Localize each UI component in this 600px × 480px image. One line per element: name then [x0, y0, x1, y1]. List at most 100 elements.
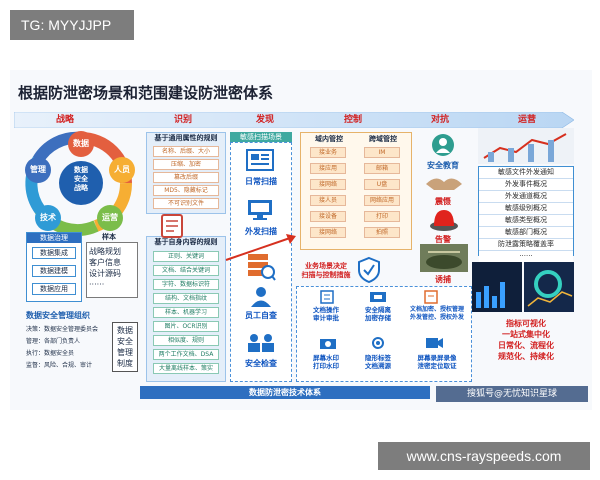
rule1-title: 基于通用属性的规则 [154, 134, 218, 142]
feature-line: 打印水印 [313, 362, 339, 370]
confront-trap: 诱捕 [435, 275, 451, 284]
operate-row: 防泄露策略覆盖率 [479, 239, 573, 251]
rule1-box: 基于通用属性的规则 名称、后缀、大小 压缩、加密 篡改后缀 MD5、隐藏标记 不… [146, 132, 226, 214]
data-governance-box: 数据治理 数据集成 数据建模 数据应用 [26, 232, 82, 302]
governance-title: 数据治理 [27, 233, 81, 243]
wheel-operation: 运营 [102, 213, 118, 222]
confront-alarm: 告警 [435, 235, 451, 244]
team-icon [248, 334, 274, 352]
discover-header: 敏感扫描场景 [230, 132, 292, 142]
feature-line: 外发管控、授权外发 [409, 314, 464, 321]
domain-item: 接人员 [310, 195, 346, 206]
operate-row: 敏感部门概况 [479, 227, 573, 239]
footer-bar: 数据防泄密技术体系 [140, 386, 430, 399]
isolation-icon [370, 292, 386, 302]
feature-line: 审计审批 [313, 314, 339, 322]
cross-item: IM [364, 147, 400, 158]
feature-tag: 隐形标签 文档溯源 [352, 354, 404, 370]
domain-item: 接网络 [310, 179, 346, 190]
video-icon [426, 338, 443, 348]
domain-item: 接设备 [310, 211, 346, 222]
feature-line: 文档加密、授权管理 [409, 306, 464, 313]
system-line: 制度 [117, 359, 133, 368]
doc-audit-icon [320, 290, 334, 304]
stage-operate: 运营 [517, 115, 536, 125]
rule2-chip: 结构、文档指纹 [153, 293, 219, 304]
document-icon [161, 214, 183, 238]
wheel-people: 人员 [114, 165, 130, 174]
rule2-chip: 字符、数据标识符 [153, 279, 219, 290]
discover-outgoing: 外发扫描 [245, 227, 277, 236]
wheel-center: 数据 安全 战略 [66, 166, 96, 193]
cross-item: 打印 [364, 211, 400, 222]
operate-row: 敏感级别概况 [479, 203, 573, 215]
monitor-icon [248, 200, 272, 220]
stage-discover: 发现 [255, 115, 274, 125]
feature-isolation: 安全隔离 加密存储 [352, 306, 404, 322]
rule2-chip: 文档、结合关键词 [153, 265, 219, 276]
stage-strategy: 战略 [55, 115, 74, 125]
org-row: 监督：风险、合规、审计 [26, 362, 93, 369]
rule2-chip: 正则、关键词 [153, 251, 219, 262]
strategy-wheel [25, 131, 135, 236]
operate-row: 敏感类型概况 [479, 215, 573, 227]
org-list: 决策：数据安全管理委员会 管理：各部门负责人 执行：数据安全员 监督：风险、合规… [26, 324, 112, 372]
cross-item: 邮箱 [364, 163, 400, 174]
feature-line: 泄密定位取证 [417, 362, 457, 370]
stage-confront: 对抗 [430, 115, 449, 125]
cross-item: 网络应用 [364, 195, 400, 206]
alarm-light-icon [430, 210, 458, 231]
stage-control: 控制 [343, 115, 362, 125]
stage-banner [14, 112, 574, 128]
rule2-chip: 两个工作文档、DSA [153, 349, 219, 360]
wheel-technology: 技术 [40, 213, 56, 222]
discover-daily: 日常扫描 [245, 177, 277, 186]
education-icon [432, 134, 454, 156]
server-icon [248, 254, 276, 281]
governance-item: 数据应用 [32, 283, 76, 295]
slide-title: 根据防泄密场景和范围建设防泄密体系 [18, 84, 274, 102]
scene-label-line: 扫描与控制措施 [301, 271, 351, 279]
wheel-center-line: 战略 [74, 184, 88, 192]
feature-encrypt: 文档加密、授权管理 外发管控、授权外发 [404, 306, 470, 322]
discover-security-check: 安全检查 [245, 359, 277, 368]
operate-row: 外发事件概况 [479, 179, 573, 191]
feature-line: 隐形标签 [365, 354, 391, 362]
feature-line: 安全隔离 [365, 306, 391, 314]
governance-item: 数据建模 [32, 265, 76, 277]
org-row: 管理：各部门负责人 [26, 338, 81, 345]
feature-recording: 屏幕录屏录像 泄密定位取证 [404, 354, 470, 370]
feature-watermark: 屏幕水印 打印水印 [300, 354, 352, 370]
governance-item: 数据集成 [32, 247, 76, 259]
feature-audit: 文档操作 审计审批 [300, 306, 352, 322]
handshake-icon [426, 178, 462, 190]
wheel-center-line: 安全 [74, 175, 88, 183]
rule1-chip: MD5、隐藏标记 [153, 185, 219, 196]
rule2-chip: 大量离线样本、策实 [153, 363, 219, 374]
stage-identify: 识别 [173, 115, 192, 125]
sample-item: 战略规划 [89, 247, 121, 256]
rule2-chip: 相似度、规则 [153, 335, 219, 346]
sample-box: 战略规划 客户信息 设计源码 ······ [86, 242, 138, 298]
operate-list: 敏感文件外发通知 外发事件概况 外发通道概况 敏感级别概况 敏感类型概况 敏感部… [478, 166, 574, 262]
daily-scan-icon [246, 149, 274, 171]
org-row: 执行：数据安全员 [26, 350, 75, 357]
domain-item: 接网络 [310, 227, 346, 238]
viz-line: 日常化、流程化 [498, 341, 554, 350]
gear-icon [372, 337, 384, 349]
feature-line: 屏幕水印 [313, 354, 339, 362]
confront-deterrence: 震慑 [435, 197, 451, 206]
analytics-photo [478, 128, 574, 164]
sample-item: ······ [89, 280, 105, 289]
operate-row: 外发通道概况 [479, 191, 573, 203]
trap-icon [420, 244, 468, 272]
sample-item: 设计源码 [89, 269, 121, 278]
rule2-title: 基于自身内容的规则 [154, 238, 218, 246]
camera-icon [320, 339, 336, 349]
cross-control-title: 跨域管控 [369, 135, 397, 143]
domain-item: 接业务 [310, 147, 346, 158]
rule1-chip: 不可识别文件 [153, 198, 219, 209]
tag-label: TG: MYYJJPP [10, 10, 134, 40]
wheel-data: 数据 [73, 139, 89, 148]
rule1-chip: 压缩、加密 [153, 159, 219, 170]
